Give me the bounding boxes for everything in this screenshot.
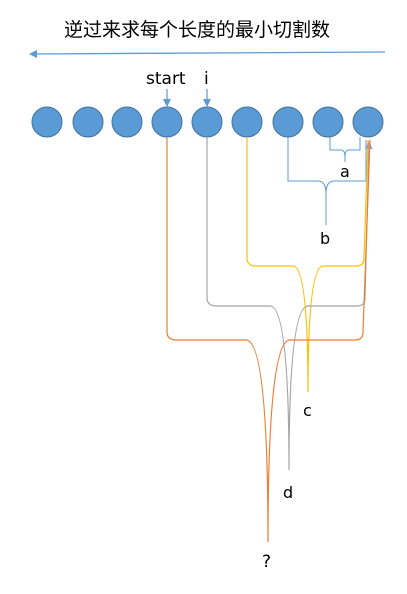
- node-circle: [191, 106, 223, 138]
- label-b: b: [320, 229, 330, 248]
- reverse-direction-arrow: [29, 49, 386, 58]
- node-circle: [231, 106, 263, 138]
- bracket-question: [166, 137, 371, 543]
- node-circle: [352, 106, 384, 138]
- node-circle: [151, 106, 183, 138]
- start-pointer-label: start: [146, 69, 186, 89]
- bracket-b: [287, 137, 367, 195]
- node-circle: [272, 106, 304, 138]
- node-circle: [312, 106, 344, 138]
- diagram-title: 逆过来求每个长度的最小切割数: [64, 19, 330, 41]
- i-pointer-label: i: [204, 69, 209, 89]
- node-circle: [31, 106, 63, 138]
- node-row: [31, 106, 384, 138]
- bracket-c: [246, 137, 369, 393]
- bracket-a: [329, 137, 361, 158]
- label-a: a: [340, 162, 350, 181]
- bracket-d: [206, 137, 373, 471]
- label-c: c: [303, 401, 312, 420]
- node-circle: [72, 106, 104, 138]
- label-d: d: [283, 483, 293, 502]
- label-question: ?: [262, 552, 271, 572]
- node-circle: [111, 106, 143, 138]
